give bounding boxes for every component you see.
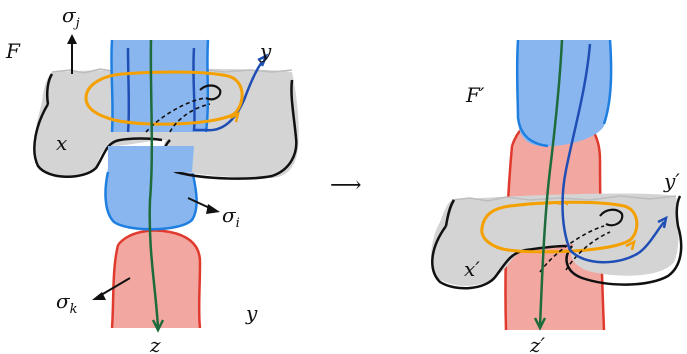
left-red-band-edge-left (110, 244, 120, 329)
label-sigma-k: σk (56, 289, 78, 317)
sigma-j-arrowhead (67, 34, 77, 44)
label-sigma-i: σi (222, 203, 240, 231)
left-red-band-edge-top (117, 229, 171, 246)
left-curve-y-arrowhead (257, 53, 269, 67)
left-grey-boundary-top (45, 73, 54, 105)
left-dashed-arc-2 (169, 103, 211, 133)
right-grey-surface (431, 193, 679, 286)
label-sigma-j: σj (62, 3, 80, 31)
label-curve-y-bottom: y (245, 301, 258, 325)
left-arc-z-arrowhead (151, 319, 165, 333)
right-curve-x-dashed (511, 201, 569, 208)
left-curve-y-inner (126, 47, 131, 133)
right-blue-band-edge-right (602, 39, 613, 125)
left-grey-boundary (33, 103, 163, 178)
right-blue-band-edge-left (515, 39, 549, 148)
left-blue-lower-edge (104, 169, 198, 231)
label-surface-F-prime: F′ (465, 83, 485, 107)
right-arc-z (538, 39, 564, 327)
right-dashed-arc-2 (565, 231, 611, 271)
right-curve-y-arrowhead (657, 215, 668, 229)
label-curve-x: x (56, 131, 67, 155)
right-small-handle (599, 208, 624, 227)
label-arc-z-prime: z′ (529, 333, 546, 354)
label-curve-y-top: y (259, 39, 272, 63)
right-curve-x (480, 200, 639, 254)
right-blue-band (517, 40, 612, 147)
right-grey-top-edge (451, 195, 677, 202)
right-grey-boundary-left (431, 225, 567, 290)
right-arc-z-arrowhead (533, 317, 547, 331)
left-blue-upper-edge-left (110, 39, 114, 133)
right-curve-x-arrowhead (625, 239, 636, 251)
left-small-handle (199, 84, 222, 101)
right-grey-boundary-top (444, 199, 456, 227)
label-surface-F: F (5, 39, 21, 63)
right-figure: F′ x′ y′ z′ (431, 39, 683, 354)
label-curve-x-prime: x′ (464, 257, 480, 281)
left-dashed-arc-1 (145, 97, 207, 133)
left-curve-x-arrowhead (229, 111, 240, 123)
left-arc-z (148, 39, 160, 329)
right-dashed-arc-1 (539, 225, 605, 273)
transition-arrow: ⟶ (330, 173, 362, 198)
left-curve-x (84, 70, 244, 126)
left-blue-upper (112, 40, 208, 132)
left-figure: F x y y z σj σi σk (5, 3, 299, 354)
left-red-band (112, 230, 200, 328)
sigma-k-arrowhead (92, 292, 106, 300)
right-curve-y (561, 43, 665, 264)
left-red-band-edge-right (169, 230, 202, 329)
left-curve-y-loop (205, 61, 264, 132)
sigma-i-arrowhead (206, 204, 220, 214)
right-grey-boundary-right (565, 195, 683, 286)
label-curve-y-prime: y′ (663, 169, 680, 193)
label-arc-z: z (149, 333, 161, 354)
left-curve-y-inner-right (192, 47, 206, 132)
